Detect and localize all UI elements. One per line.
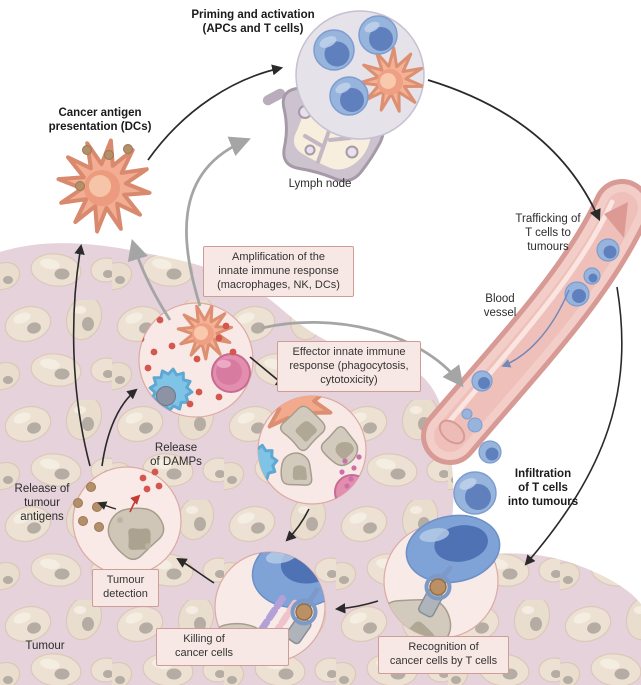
cycle-arrows xyxy=(72,64,623,614)
label-blood-vessel: Blood vessel xyxy=(483,293,517,320)
dendritic-cell-icon xyxy=(56,138,152,234)
label-tumour: Tumour xyxy=(25,640,65,652)
box-amplification: Amplification of the innate immune respo… xyxy=(203,246,354,298)
arrow-effector-to-killing xyxy=(285,508,310,542)
t-cells-in-vessel xyxy=(461,238,620,433)
label-trafficking: Trafficking of T cells to tumours xyxy=(515,213,581,254)
tumour-cell-icon xyxy=(279,405,359,486)
label-cancer-antigen: Cancer antigen presentation (DCs) xyxy=(48,107,152,134)
infiltrating-t-cells xyxy=(453,440,502,515)
damp-dots-icon xyxy=(139,468,163,493)
arrow-killing-to-detection xyxy=(176,557,215,584)
amplification-circle xyxy=(138,302,254,418)
arrow-amplification-to-lymphnode xyxy=(185,136,251,307)
t-cell-icon xyxy=(329,76,369,116)
arrow-antigens-to-dc xyxy=(72,243,91,467)
arrow-priming-to-vessel xyxy=(427,79,601,222)
arrow-amplification-to-vessel xyxy=(261,321,464,388)
blood-vessel-icon xyxy=(421,179,641,465)
antigen-peptide-icon xyxy=(429,578,447,596)
tumour-detection-circle xyxy=(72,466,182,576)
box-effector: Effector innate immune response (phagocy… xyxy=(277,341,421,393)
arrow-dc-to-priming xyxy=(147,64,284,161)
label-priming: Priming and activation (APCs and T cells… xyxy=(191,9,315,36)
recognition-circle xyxy=(383,514,501,639)
label-infiltration: Infiltration of T cells into tumours xyxy=(507,468,579,509)
label-release-damps: Release of DAMPs xyxy=(150,442,202,469)
arrow-damps-to-amplification xyxy=(101,388,138,467)
box-recognition: Recognition of cancer cells by T cells xyxy=(378,636,509,674)
antigen-dots-icon xyxy=(75,144,133,191)
label-release-antigens: Release of tumour antigens xyxy=(14,483,70,524)
flow-direction-arrow xyxy=(501,289,570,368)
arrow-recognition-to-killing xyxy=(334,600,379,614)
label-lymph-node: Lymph node xyxy=(288,178,352,190)
arrow-amplification-to-dc xyxy=(127,238,172,321)
t-cell-icon xyxy=(405,514,501,584)
priming-circle xyxy=(295,10,425,140)
antigen-peptide-icon xyxy=(295,603,313,621)
box-killing: Killing of cancer cells xyxy=(156,628,289,666)
t-cell-icon xyxy=(358,15,398,55)
box-tumour-detection: Tumour detection xyxy=(92,569,159,607)
t-cell-icon xyxy=(313,29,355,71)
arrow-vessel-to-infiltration xyxy=(524,286,623,566)
